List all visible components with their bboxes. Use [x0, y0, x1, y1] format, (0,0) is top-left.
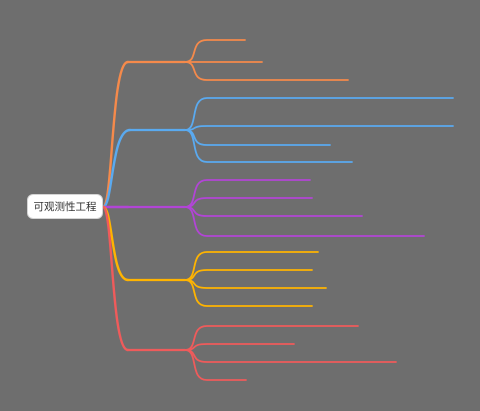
branch-blue-leaf	[184, 125, 454, 131]
branch-red-main	[101, 205, 130, 352]
branch-purple-leaf	[184, 206, 363, 217]
branch-red-leaf	[184, 349, 247, 381]
branch-blue-leaf	[184, 129, 353, 163]
branch-orange-leaf	[184, 39, 246, 63]
branch-purple-leaf	[184, 206, 425, 237]
branch-red-leaf	[184, 349, 397, 363]
root-node-label: 可观测性工程	[33, 201, 97, 213]
branch-yellow-leaf	[184, 279, 313, 307]
branch-yellow-leaf	[184, 279, 327, 289]
branch-yellow-leaf	[184, 269, 313, 281]
branch-orange-leaf	[184, 61, 349, 81]
branch-red-leaf	[184, 325, 359, 351]
branch-blue-leaf	[184, 97, 454, 131]
branch-blue-leaf	[184, 129, 331, 146]
branch-purple-leaf	[184, 179, 311, 208]
branch-blue-main	[101, 128, 132, 209]
branch-purple-leaf	[184, 197, 313, 208]
branch-yellow-leaf	[184, 251, 319, 281]
root-node[interactable]: 可观测性工程	[27, 194, 103, 219]
branch-red-leaf	[184, 343, 295, 351]
